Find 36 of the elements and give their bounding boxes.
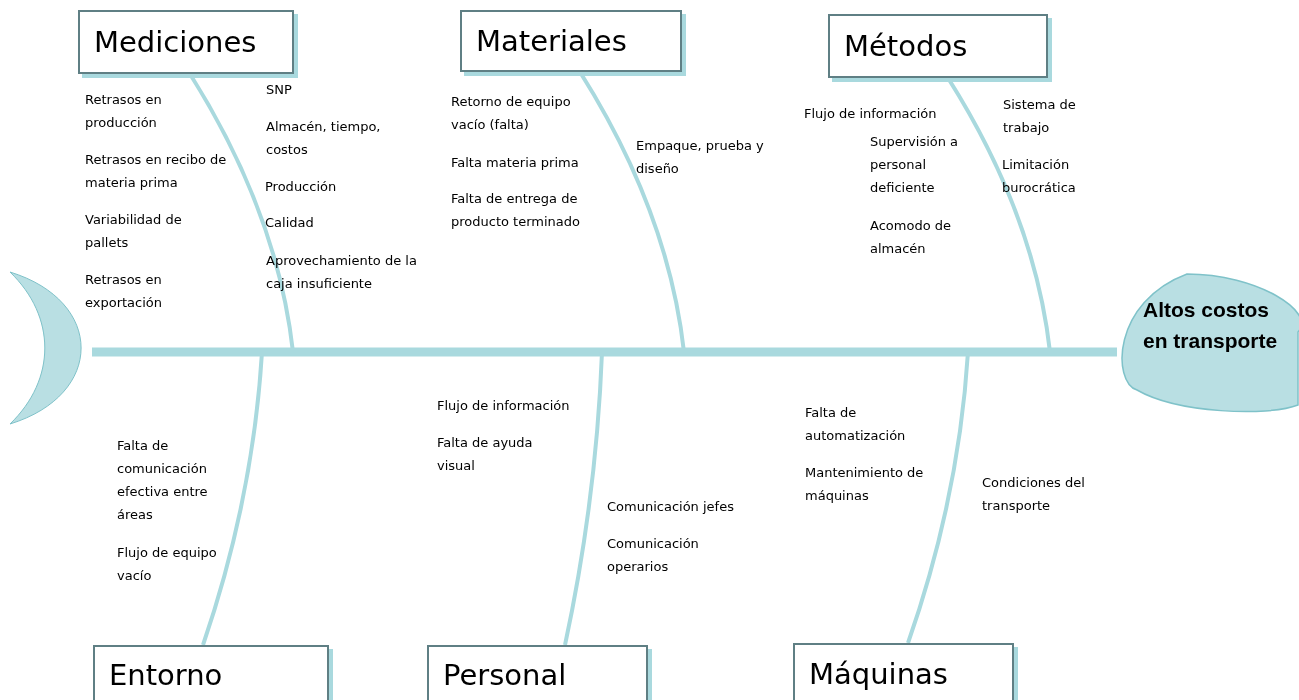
cause-text: Producción (265, 178, 338, 196)
effect-label: Altos costos en transporte (1143, 297, 1278, 354)
category-label: Entorno (109, 658, 223, 692)
cause-text: Supervisión a personal deficiente (870, 133, 960, 197)
cause-text: Acomodo de almacén (870, 217, 952, 258)
cause-text: Falta materia prima (451, 154, 580, 172)
cause-text: Flujo de equipo vacío (117, 544, 218, 585)
cause-text: Calidad (265, 214, 315, 232)
cause-text: Comunicación operarios (607, 535, 700, 576)
cause-text: Retrasos en exportación (85, 271, 164, 312)
cause-text: Limitación burocrática (1002, 156, 1077, 197)
cause-text: Comunicación jefes (607, 498, 735, 516)
cause-text: Aprovechamiento de la caja insuficiente (266, 252, 418, 293)
category-label: Máquinas (809, 657, 948, 691)
cause-text: Flujo de información (437, 397, 571, 415)
cause-text: SNP (266, 81, 293, 99)
category-label: Materiales (476, 24, 627, 58)
cause-text: Falta de entrega de producto terminado (451, 190, 581, 231)
cause-text: Empaque, prueba y diseño (636, 137, 765, 178)
fish-bone (906, 350, 1117, 644)
cause-text: Retorno de equipo vacío (falta) (451, 93, 572, 134)
cause-text: Variabilidad de pallets (85, 211, 183, 252)
cause-text: Sistema de trabajo (1003, 96, 1077, 137)
cause-text: Mantenimiento de máquinas (805, 464, 925, 505)
cause-text: Falta de comunicación efectiva entre áreas (117, 437, 209, 524)
cause-text: Almacén, tiempo, costos (266, 118, 382, 159)
category-label: Personal (443, 658, 567, 692)
category-label: Mediciones (94, 25, 257, 59)
fish-spine (92, 347, 1117, 357)
cause-text: Falta de ayuda visual (437, 434, 534, 475)
cause-text: Falta de automatización (805, 404, 907, 445)
cause-text: Retrasos en producción (85, 91, 163, 132)
category-label: Métodos (844, 29, 968, 63)
cause-text: Retrasos en recibo de materia prima (85, 151, 228, 192)
cause-text: Flujo de información (804, 105, 938, 123)
cause-text: Condiciones del transporte (982, 474, 1086, 515)
